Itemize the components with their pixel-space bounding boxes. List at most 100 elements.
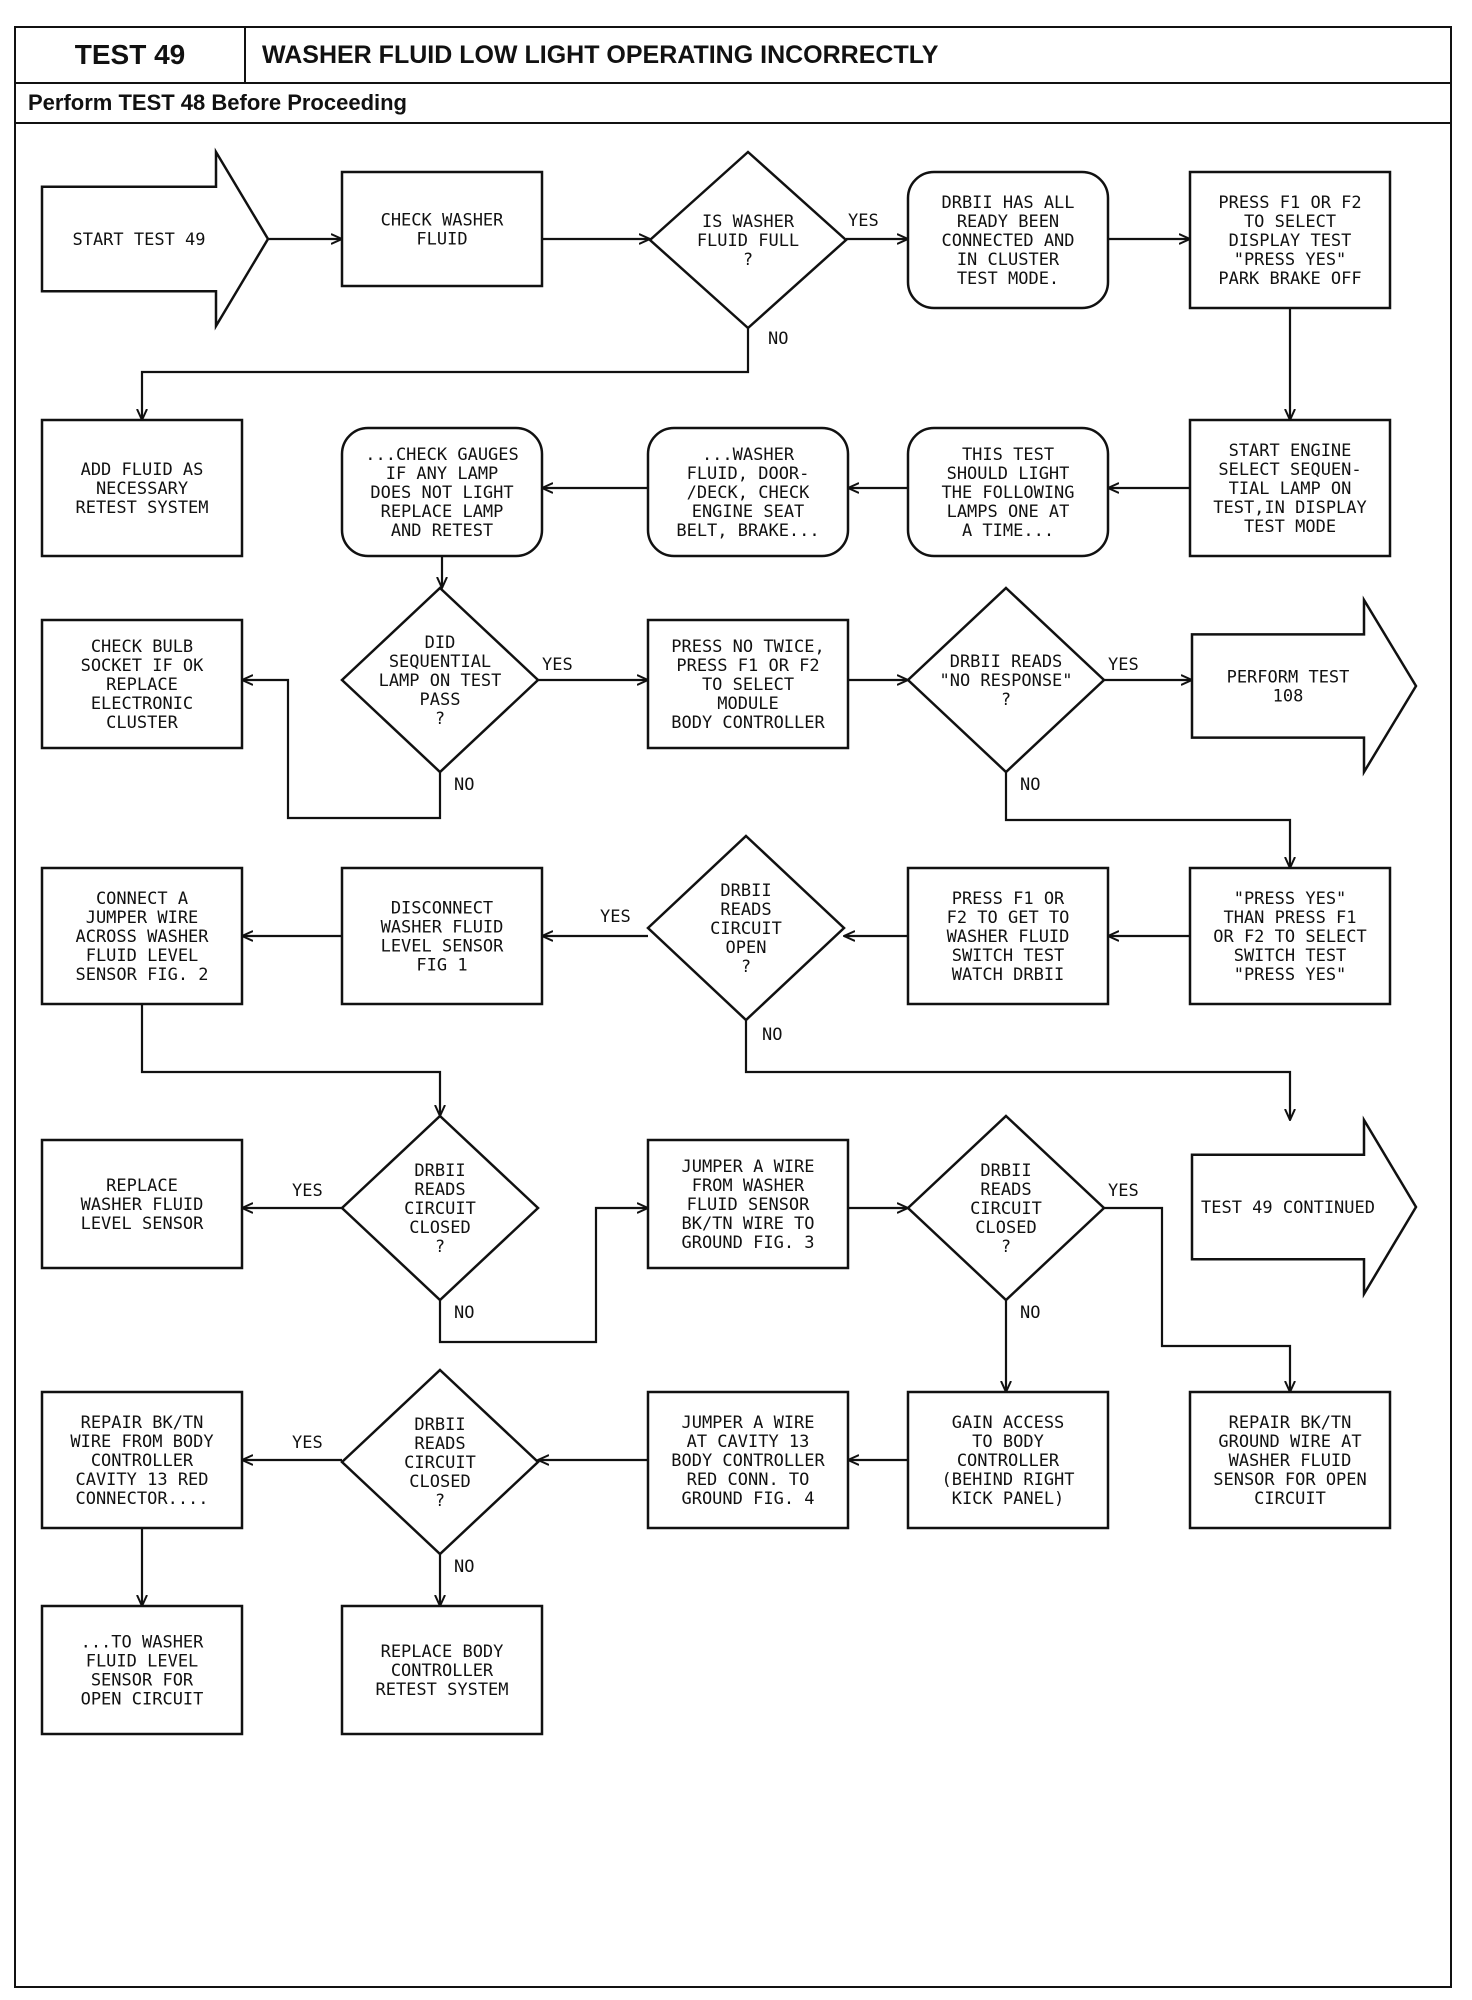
node-text: READS bbox=[720, 900, 771, 920]
node-text: CLOSED bbox=[409, 1218, 470, 1238]
node-text: WASHER FLUID bbox=[947, 927, 1070, 947]
node-no-response: DRBII READS"NO RESPONSE"? bbox=[906, 586, 1106, 774]
branch-label-yes: YES bbox=[1108, 655, 1139, 675]
node-text: CLOSED bbox=[975, 1218, 1036, 1238]
node-text: JUMPER WIRE bbox=[86, 908, 199, 928]
connector-arrow bbox=[438, 1208, 648, 1344]
node-text: WASHER FLUID bbox=[81, 1195, 204, 1215]
branch-label-no: NO bbox=[1020, 1303, 1040, 1323]
branch-label-yes: YES bbox=[1108, 1181, 1139, 1201]
node-text: CHECK BULB bbox=[91, 637, 193, 657]
node-text: JUMPER A WIRE bbox=[681, 1157, 814, 1177]
prerequisite-note: Perform TEST 48 Before Proceeding bbox=[14, 84, 1452, 124]
node-text: WATCH DRBII bbox=[952, 965, 1065, 985]
branch-label-yes: YES bbox=[848, 211, 879, 231]
node-text: ADD FLUID AS bbox=[81, 460, 204, 480]
node-text: PRESS F1 OR bbox=[952, 889, 1065, 909]
node-text: START TEST 49 bbox=[72, 230, 205, 250]
node-text: F2 TO GET TO bbox=[947, 908, 1070, 928]
node-text: CONTROLLER bbox=[91, 1451, 194, 1471]
node-text: DRBII bbox=[720, 881, 771, 901]
node-text: CLUSTER bbox=[106, 713, 178, 733]
node-text: GAIN ACCESS bbox=[952, 1413, 1065, 1433]
node-text: SENSOR FOR OPEN bbox=[1213, 1470, 1367, 1490]
node-text: IS WASHER bbox=[702, 212, 795, 232]
node-text: "PRESS YES" bbox=[1234, 889, 1347, 909]
node-text: CHECK WASHER bbox=[381, 211, 505, 231]
node-text: DOES NOT LIGHT bbox=[370, 483, 513, 503]
node-text: SENSOR FIG. 2 bbox=[75, 965, 208, 985]
node-text: CAVITY 13 RED bbox=[75, 1470, 208, 1490]
node-text: FIG 1 bbox=[416, 956, 467, 976]
connectors bbox=[142, 239, 1290, 1606]
node-text: ? bbox=[435, 1237, 445, 1257]
node-text: SELECT SEQUEN- bbox=[1218, 460, 1361, 480]
node-test49-continued: TEST 49 CONTINUED bbox=[1190, 1115, 1418, 1299]
node-text: ? bbox=[743, 250, 753, 270]
node-text: SHOULD LIGHT bbox=[947, 464, 1070, 484]
node-text: WASHER FLUID bbox=[1229, 1451, 1352, 1471]
branch-label-no: NO bbox=[454, 1557, 474, 1577]
node-text: AND RETEST bbox=[391, 521, 493, 541]
node-text: "PRESS YES" bbox=[1234, 965, 1347, 985]
node-text: LEVEL SENSOR bbox=[381, 937, 505, 957]
node-text: DID bbox=[425, 633, 456, 653]
node-text: FLUID LEVEL bbox=[86, 946, 199, 966]
node-text: SOCKET IF OK bbox=[81, 656, 205, 676]
node-text: CONNECTOR.... bbox=[75, 1489, 208, 1509]
node-text: ? bbox=[435, 1491, 445, 1511]
node-text: PARK BRAKE OFF bbox=[1218, 269, 1361, 289]
node-text: KICK PANEL) bbox=[952, 1489, 1065, 1509]
node-text: FLUID bbox=[416, 230, 467, 250]
node-text: LAMP ON TEST bbox=[379, 671, 502, 691]
node-text: IN CLUSTER bbox=[957, 250, 1060, 270]
node-text: DISCONNECT bbox=[391, 899, 493, 919]
node-text: ACROSS WASHER bbox=[75, 927, 209, 947]
node-text: ? bbox=[1001, 690, 1011, 710]
node-text: TO SELECT bbox=[1244, 212, 1336, 232]
node-text: CIRCUIT bbox=[1254, 1489, 1326, 1509]
node-text: READS bbox=[414, 1434, 465, 1454]
node-text: PASS bbox=[420, 690, 461, 710]
connector-arrow bbox=[1104, 1206, 1290, 1392]
branch-label-no: NO bbox=[768, 329, 788, 349]
node-text: SWITCH TEST bbox=[1234, 946, 1347, 966]
node-text: CONNECT A bbox=[96, 889, 188, 909]
node-text: DRBII bbox=[414, 1161, 465, 1181]
connector-arrow bbox=[744, 1020, 1290, 1120]
node-text: OR F2 TO SELECT bbox=[1213, 927, 1367, 947]
node-text: DRBII bbox=[980, 1161, 1031, 1181]
node-text: A TIME... bbox=[962, 521, 1054, 541]
node-text: ? bbox=[1001, 1237, 1011, 1257]
node-text: DISPLAY TEST bbox=[1229, 231, 1352, 251]
node-text: SEQUENTIAL bbox=[389, 652, 491, 672]
node-text: PRESS NO TWICE, bbox=[671, 637, 825, 657]
node-text: "PRESS YES" bbox=[1234, 250, 1347, 270]
node-text: THE FOLLOWING bbox=[941, 483, 1074, 503]
branch-label-no: NO bbox=[1020, 775, 1040, 795]
connector-arrow bbox=[142, 328, 750, 420]
node-text: CONNECTED AND bbox=[941, 231, 1074, 251]
branch-label-no: NO bbox=[454, 775, 474, 795]
node-text: BK/TN WIRE TO bbox=[681, 1214, 814, 1234]
node-text: REPLACE LAMP bbox=[381, 502, 504, 522]
node-text: PRESS F1 OR F2 bbox=[1218, 193, 1361, 213]
node-text: REPLACE BODY bbox=[381, 1642, 504, 1662]
node-text: ...CHECK GAUGES bbox=[365, 445, 519, 465]
node-text: OPEN CIRCUIT bbox=[81, 1690, 204, 1710]
node-text: GROUND FIG. 3 bbox=[681, 1233, 814, 1253]
